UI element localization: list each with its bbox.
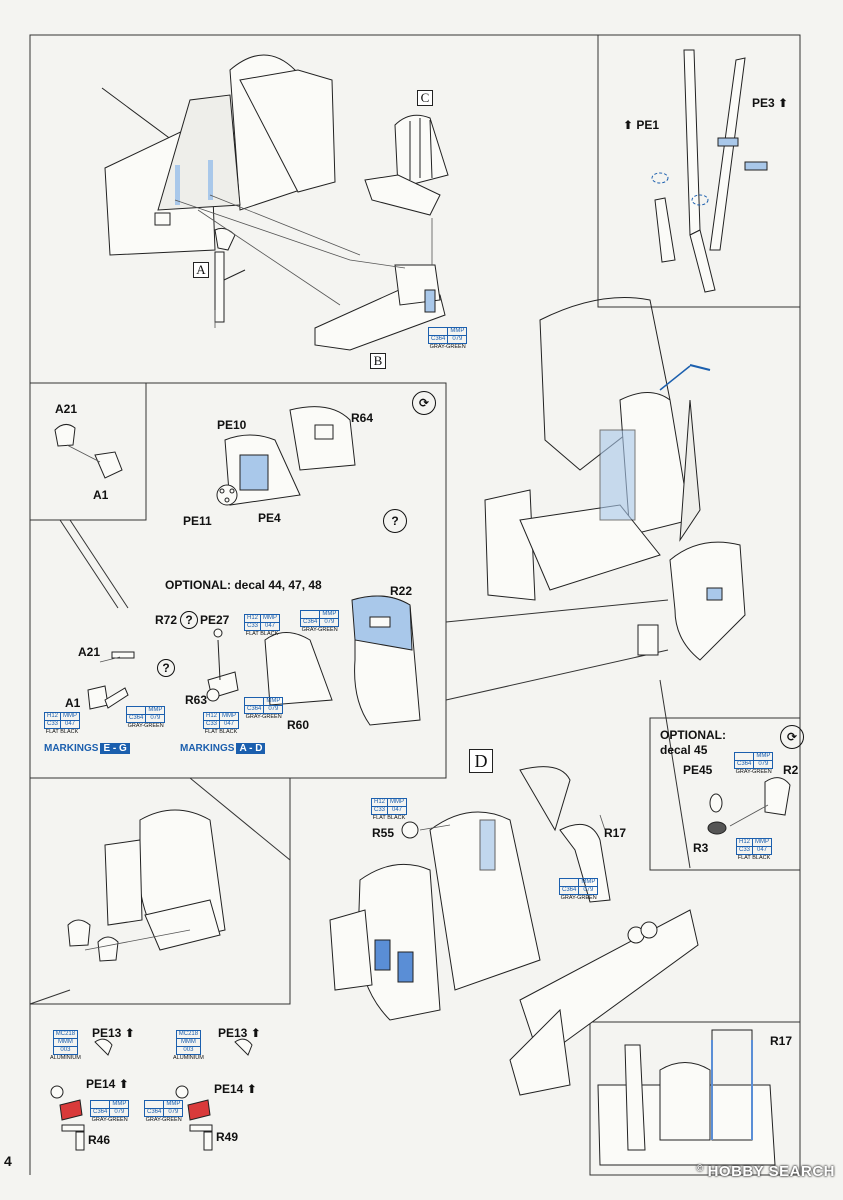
label-pe27: PE27 xyxy=(200,613,230,627)
label-pe11: PE11 xyxy=(183,514,212,528)
label-a1-top: A1 xyxy=(93,488,109,502)
hobby-search-watermark: ©HOBBY SEARCH xyxy=(696,1163,835,1180)
label-pe4: PE4 xyxy=(258,511,281,525)
question-icon-large: ? xyxy=(383,509,407,533)
optional-r-subtitle: decal 45 xyxy=(660,743,708,757)
label-r46: R46 xyxy=(88,1133,111,1147)
label-pe45: PE45 xyxy=(683,763,713,777)
label-r3: R3 xyxy=(693,841,709,855)
label-pe14-left: PE14 ⬆ xyxy=(86,1077,129,1091)
step-box-c: C xyxy=(417,90,433,106)
label-pe1: ⬆ PE1 xyxy=(623,118,660,132)
step-box-a: A xyxy=(193,262,209,278)
label-pe13-left: PE13 ⬆ xyxy=(92,1026,135,1040)
label-pe13-right: PE13 ⬆ xyxy=(218,1026,261,1040)
page-number: 4 xyxy=(4,1153,12,1169)
label-r72: R72 xyxy=(155,613,178,627)
label-r55: R55 xyxy=(372,826,395,840)
label-r49: R49 xyxy=(216,1130,239,1144)
label-r17: R17 xyxy=(604,826,627,840)
question-icon-r72: ? xyxy=(180,611,198,629)
label-pe10: PE10 xyxy=(217,418,247,432)
label-r60: R60 xyxy=(287,718,310,732)
label-r22: R22 xyxy=(390,584,413,598)
step-box-d: D xyxy=(469,749,493,773)
label-r63: R63 xyxy=(185,693,208,707)
label-pe14-right: PE14 ⬆ xyxy=(214,1082,257,1096)
label-pe3: PE3 ⬆ xyxy=(752,96,789,110)
question-icon-small: ? xyxy=(157,659,175,677)
label-a21-bottom: A21 xyxy=(78,645,101,659)
label-r2: R2 xyxy=(783,763,799,777)
label-r64: R64 xyxy=(351,411,374,425)
label-a1-bottom: A1 xyxy=(65,696,81,710)
optional-r-title: OPTIONAL: xyxy=(660,728,726,742)
rotate-icon: ⟳ xyxy=(412,391,436,415)
optional-decal-title: OPTIONAL: decal 44, 47, 48 xyxy=(165,578,322,592)
label-r17-inset: R17 xyxy=(770,1034,793,1048)
step-box-b: B xyxy=(370,353,386,369)
rotate-icon-right: ⟳ xyxy=(780,725,804,749)
label-a21-top: A21 xyxy=(55,402,78,416)
